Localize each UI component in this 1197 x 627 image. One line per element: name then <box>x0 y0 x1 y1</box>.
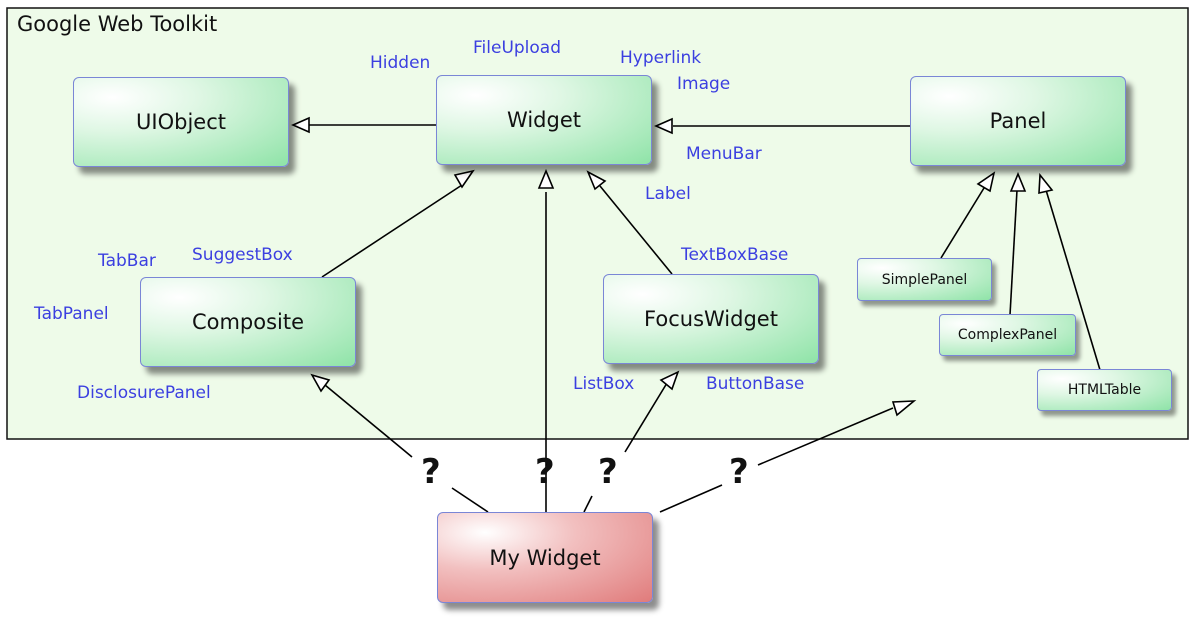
widget-node: Widget <box>436 75 652 165</box>
my-widget-node: My Widget <box>437 512 653 603</box>
arrowhead-widget-mywidget <box>537 168 555 189</box>
edge-mywidget-panel-lower <box>659 484 723 513</box>
arrowhead-composite <box>310 373 331 393</box>
edge-mywidget-composite-upper <box>324 384 413 458</box>
simplepanel-node: SimplePanel <box>857 258 992 301</box>
question-mark-composite: ? <box>421 452 441 492</box>
arrowhead-widget-focuswidget <box>586 170 607 191</box>
arrowhead-panel-hierarchy <box>891 400 917 417</box>
label-suggestbox: SuggestBox <box>192 245 293 265</box>
label-tabbar: TabBar <box>98 251 156 271</box>
edge-mywidget-focuswidget-upper <box>624 382 668 453</box>
label-fileupload: FileUpload <box>473 38 562 58</box>
edge-simplepanel-panel <box>940 187 985 259</box>
label-hyperlink: Hyperlink <box>620 48 702 68</box>
label-buttonbase: ButtonBase <box>706 374 805 394</box>
label-textboxbase: TextBoxBase <box>681 245 789 265</box>
panel-node: Panel <box>910 76 1126 166</box>
arrowhead-panel-simplepanel <box>976 171 996 193</box>
label-listbox: ListBox <box>573 374 635 394</box>
htmltable-node: HTMLTable <box>1037 369 1172 411</box>
arrowhead-widget-composite <box>453 169 475 189</box>
frame-title: Google Web Toolkit <box>17 12 218 36</box>
label-menubar: MenuBar <box>686 144 762 164</box>
label-label: Label <box>645 184 691 204</box>
edge-htmltable-panel <box>1045 189 1101 371</box>
label-disclosurepanel: DisclosurePanel <box>77 383 211 403</box>
arrowhead-widget-right <box>654 117 673 135</box>
question-mark-panel: ? <box>729 452 749 492</box>
label-image: Image <box>677 74 731 94</box>
edge-mywidget-panel-upper <box>757 407 894 466</box>
edge-mywidget-composite-lower <box>451 487 489 513</box>
label-hidden: Hidden <box>370 53 431 73</box>
edge-complexpanel-panel <box>1009 189 1018 316</box>
edge-mywidget-focuswidget-lower <box>583 495 593 513</box>
arrowhead-panel-complexpanel <box>1009 171 1027 192</box>
arrowhead-uiobject <box>291 116 310 134</box>
arrowhead-focuswidget <box>659 370 680 391</box>
focuswidget-node: FocusWidget <box>603 274 819 364</box>
arrowhead-panel-htmltable <box>1038 172 1054 195</box>
question-mark-widget: ? <box>535 452 555 492</box>
edge-composite-widget <box>321 184 463 278</box>
uiobject-node: UIObject <box>73 77 289 167</box>
composite-node: Composite <box>140 277 356 367</box>
label-tabpanel: TabPanel <box>34 304 109 324</box>
question-mark-focuswidget: ? <box>598 452 618 492</box>
complexpanel-node: ComplexPanel <box>939 314 1076 356</box>
edge-focuswidget-widget <box>599 185 673 275</box>
